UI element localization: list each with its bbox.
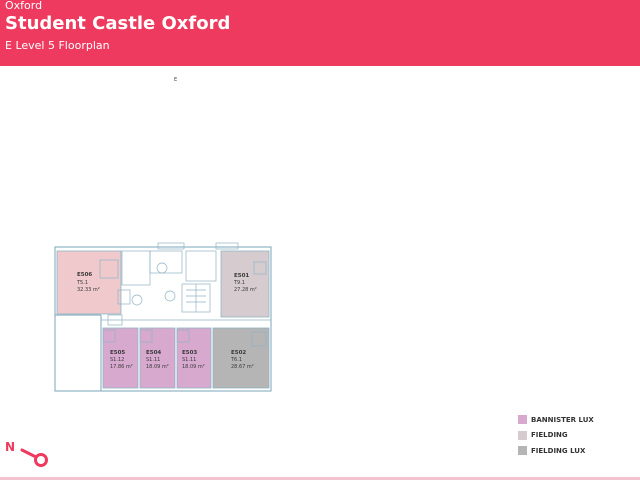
- legend-label: FIELDING: [531, 431, 568, 440]
- svg-text:17.86 m²: 17.86 m²: [110, 364, 133, 370]
- svg-text:S1.12: S1.12: [110, 357, 124, 363]
- unit-e503-room: [176, 327, 212, 389]
- unit-e504-room: [139, 327, 176, 389]
- unit-e502-label: E502 T6.1 28.67 m²: [230, 350, 254, 370]
- orientation-label: E: [174, 77, 178, 83]
- svg-text:28.67 m²: 28.67 m²: [231, 364, 254, 370]
- unit-e502-room: [212, 327, 270, 389]
- svg-text:E501: E501: [234, 273, 249, 279]
- svg-text:E502: E502: [231, 350, 246, 356]
- unit-e505-label: E505 S1.12 17.86 m²: [110, 350, 133, 370]
- compass-icon: [20, 448, 48, 467]
- svg-text:E503: E503: [182, 350, 197, 356]
- legend: BANNISTER LUX FIELDING FIELDING LUX: [518, 412, 594, 459]
- legend-item-bannister-lux: BANNISTER LUX: [518, 412, 594, 428]
- legend-item-fielding: FIELDING: [518, 428, 594, 444]
- header-banner: Oxford Student Castle Oxford E Level 5 F…: [0, 0, 640, 66]
- svg-text:32.33 m²: 32.33 m²: [77, 287, 100, 293]
- unit-e506-label: E506 T5.1 32.33 m²: [76, 272, 100, 293]
- city-label: Oxford: [5, 0, 43, 12]
- north-arrow: N: [5, 440, 50, 470]
- legend-swatch: [518, 430, 527, 440]
- legend-swatch: [518, 446, 527, 456]
- floorplan-internal-walls: [99, 242, 271, 347]
- footer-strip: [0, 477, 640, 480]
- unit-e503-label: E503 S1.11 18.09 m²: [182, 350, 205, 370]
- svg-text:18.09 m²: 18.09 m²: [146, 364, 169, 370]
- unit-e504-label: E504 S1.11 18.09 m²: [146, 350, 169, 370]
- svg-text:E506: E506: [77, 272, 92, 278]
- svg-text:T9.1: T9.1: [233, 280, 245, 286]
- svg-text:E504: E504: [146, 350, 161, 356]
- page-title: Student Castle Oxford: [5, 13, 231, 34]
- svg-text:S1.11: S1.11: [146, 357, 160, 363]
- svg-text:18.09 m²: 18.09 m²: [182, 364, 205, 370]
- svg-text:27.28 m²: 27.28 m²: [234, 287, 257, 293]
- floorplan-subtitle: E Level 5 Floorplan: [5, 39, 110, 52]
- legend-swatch: [518, 415, 527, 425]
- north-label: N: [5, 440, 16, 454]
- legend-label: FIELDING LUX: [531, 446, 586, 455]
- unit-e501-label: E501 T9.1 27.28 m²: [233, 273, 257, 293]
- svg-text:T6.1: T6.1: [230, 357, 242, 363]
- svg-text:E505: E505: [110, 350, 125, 356]
- svg-text:S1.11: S1.11: [182, 357, 196, 363]
- legend-item-fielding-lux: FIELDING LUX: [518, 443, 594, 459]
- unit-e505-room: [102, 327, 139, 389]
- svg-text:T5.1: T5.1: [76, 280, 88, 286]
- legend-label: BANNISTER LUX: [531, 415, 594, 424]
- unit-e506-room: [56, 250, 122, 315]
